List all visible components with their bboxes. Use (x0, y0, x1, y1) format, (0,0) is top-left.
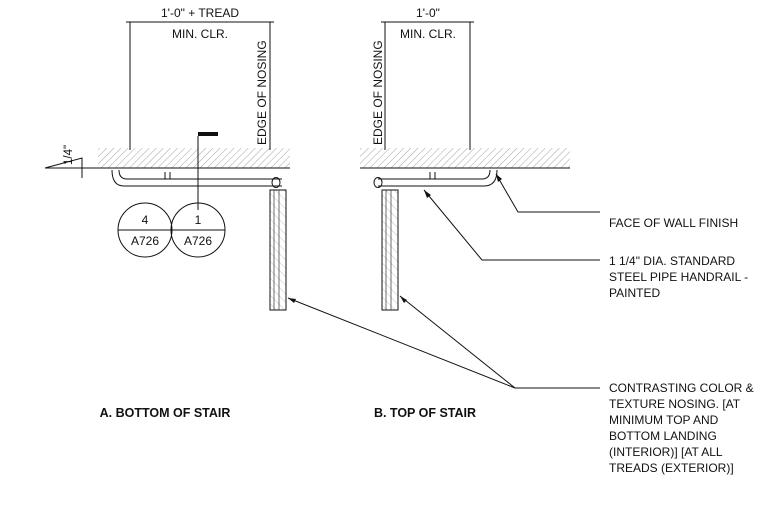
handrail-a-outer (111, 169, 282, 187)
note-nosing-line-3: MINIMUM TOP AND (609, 413, 719, 427)
note-nosing-line-6: TREADS (EXTERIOR)] (609, 461, 734, 475)
detail-b-title: B. TOP OF STAIR (374, 406, 476, 420)
note-nosing-line-4: BOTTOM LANDING (609, 429, 717, 443)
slope-mark (44, 157, 83, 178)
section-cut-marker (198, 132, 218, 136)
stair-edge-b (381, 189, 399, 311)
handrail-end-a (271, 177, 281, 188)
leader-handrail (423, 189, 600, 261)
note-handrail-line-3: PAINTED (609, 286, 660, 300)
note-handrail-line-2: STEEL PIPE HANDRAIL - (609, 270, 748, 284)
slope-label: 1/4" (63, 145, 75, 165)
dim-label-a: 1'-0" + TREAD (161, 6, 239, 20)
arrowhead-nosing-a (288, 298, 296, 303)
arrowhead-wall-finish (496, 174, 502, 182)
handrail-b-outer (378, 169, 498, 187)
note-wall-finish: FACE OF WALL FINISH (609, 216, 738, 230)
note-handrail-line-1: 1 1/4" DIA. STANDARD (609, 254, 735, 268)
callout-sheet: A726 (184, 234, 212, 248)
note-nosing-line-5: (INTERIOR)] [AT ALL (609, 445, 723, 459)
note-nosing-line-2: TEXTURE NOSING. [AT (609, 397, 741, 411)
stair-edge-a (269, 189, 287, 311)
callout-number: 4 (142, 213, 149, 227)
leader-lines (287, 173, 600, 389)
edge-of-nosing-label-a: EDGE OF NOSING (255, 40, 269, 145)
wall-hatch-a (98, 148, 290, 168)
detail-b-top-of-stair: 1'-0" MIN. CLR. EDGE OF NOSING B. TOP OF… (360, 6, 570, 420)
leader-nosing-b (399, 295, 516, 389)
handrail-end-b (373, 177, 383, 188)
note-nosing-line-1: CONTRASTING COLOR & (609, 381, 754, 395)
detail-a-bottom-of-stair: 1/4" 1'-0" + TREAD MIN. CLR. EDGE OF NOS… (44, 6, 290, 420)
detail-a-title: A. BOTTOM OF STAIR (100, 406, 231, 420)
arrowhead-handrail (424, 190, 431, 198)
callout-sheet: A726 (131, 234, 159, 248)
handrail-a-inner (118, 169, 282, 180)
handrail-b-inner (378, 169, 491, 180)
callout-number: 1 (195, 213, 202, 227)
wall-hatch-b (360, 148, 570, 168)
callout-bubble-4: 4 A726 (117, 202, 173, 258)
min-clr-label-a: MIN. CLR. (172, 27, 228, 41)
dim-label-b: 1'-0" (416, 6, 440, 20)
leader-nosing-a (287, 297, 516, 389)
min-clr-label-b: MIN. CLR. (400, 27, 456, 41)
leader-wall-finish (495, 173, 600, 213)
arrowhead-nosing-b (400, 296, 407, 303)
edge-of-nosing-label-b: EDGE OF NOSING (371, 40, 385, 145)
callout-bubble-1: 1 A726 (170, 202, 226, 258)
notes: FACE OF WALL FINISH 1 1/4" DIA. STANDARD… (609, 216, 754, 475)
